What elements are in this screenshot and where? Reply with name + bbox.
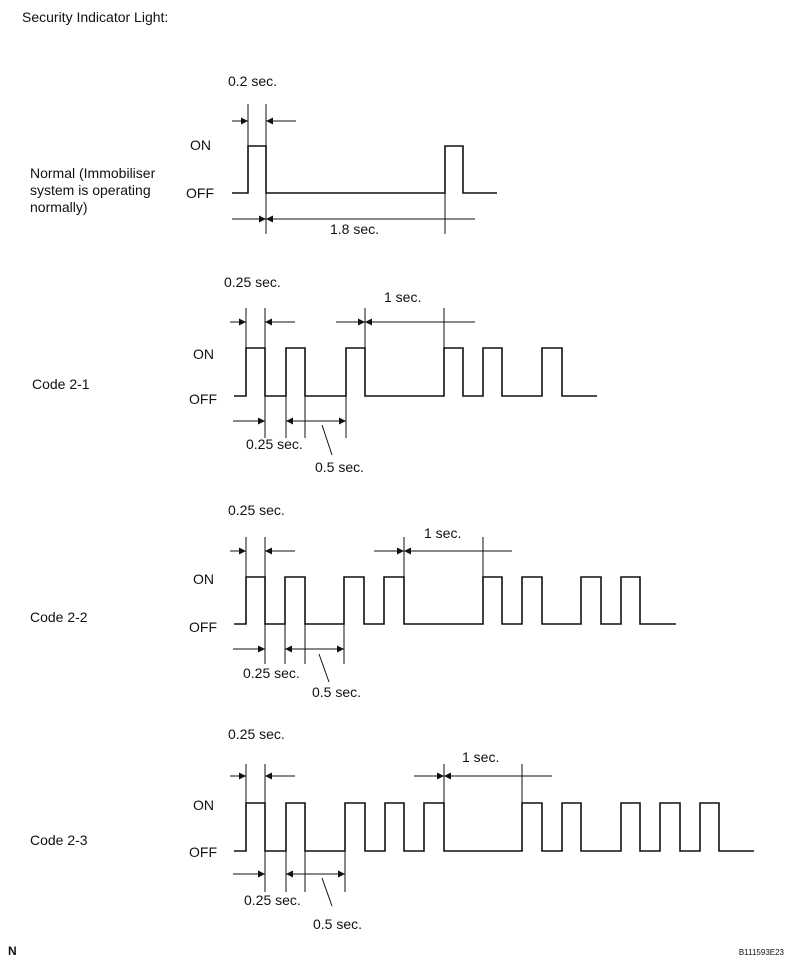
normal-label-line-3: normally)	[30, 199, 88, 215]
code-2-3-label: Code 2-3	[30, 832, 88, 848]
code-2-3-on-label: ON	[193, 797, 214, 813]
code-2-3-pause-label: 1 sec.	[462, 749, 499, 765]
diagram-normal: Normal (Immobiliser system is operating …	[30, 73, 497, 237]
code-2-3-off-label: OFF	[189, 844, 217, 860]
code-2-1-longgap-leader	[321, 424, 333, 456]
diagram-code-2-2: Code 2-2 ON OFF 0.25 sec. 1 sec. 0.25 se…	[30, 502, 676, 700]
code-2-1-pause-label: 1 sec.	[384, 289, 421, 305]
figure-id: B111593E23	[738, 948, 784, 957]
normal-waveform	[232, 145, 497, 194]
page-title: Security Indicator Light:	[22, 9, 169, 25]
code-2-1-label: Code 2-1	[32, 376, 90, 392]
normal-label-line-1: Normal (Immobiliser	[30, 165, 156, 181]
code-2-1-longgap-label: 0.5 sec.	[315, 459, 364, 475]
diagram-code-2-3: Code 2-3 ON OFF 0.25 sec. 1 sec. 0.25 se…	[30, 726, 754, 932]
code-2-2-gap-label: 0.25 sec.	[243, 665, 300, 681]
normal-period-label: 1.8 sec.	[330, 221, 379, 237]
code-2-1-waveform	[234, 347, 597, 397]
code-2-1-gap-label: 0.25 sec.	[246, 436, 303, 452]
code-2-3-gap-label: 0.25 sec.	[244, 892, 301, 908]
code-2-1-pulse-width-label: 0.25 sec.	[224, 274, 281, 290]
code-2-2-label: Code 2-2	[30, 609, 88, 625]
code-2-2-waveform	[234, 576, 676, 625]
normal-pulse-width-label: 0.2 sec.	[228, 73, 277, 89]
normal-off-label: OFF	[186, 185, 214, 201]
normal-on-label: ON	[190, 137, 211, 153]
code-2-2-longgap-label: 0.5 sec.	[312, 684, 361, 700]
normal-label-line-2: system is operating	[30, 182, 151, 198]
code-2-2-pulse-width-label: 0.25 sec.	[228, 502, 285, 518]
code-2-3-waveform	[234, 802, 754, 852]
code-2-1-on-label: ON	[193, 346, 214, 362]
code-2-2-longgap-leader	[318, 653, 330, 683]
footer-left-mark: N	[8, 944, 17, 958]
code-2-3-longgap-leader	[321, 877, 333, 907]
diagram-code-2-1: Code 2-1 ON OFF 0.25 sec. 1 sec. 0.25 se…	[32, 274, 597, 475]
code-2-3-pulse-width-label: 0.25 sec.	[228, 726, 285, 742]
code-2-2-pause-label: 1 sec.	[424, 525, 461, 541]
code-2-3-longgap-label: 0.5 sec.	[313, 916, 362, 932]
code-2-2-on-label: ON	[193, 571, 214, 587]
code-2-2-off-label: OFF	[189, 619, 217, 635]
code-2-1-off-label: OFF	[189, 391, 217, 407]
